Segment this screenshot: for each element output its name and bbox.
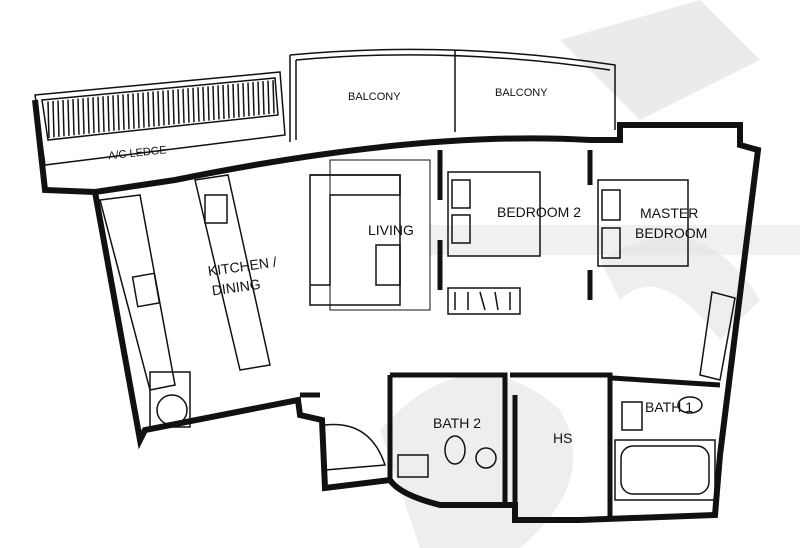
label-bath-2: BATH 2 bbox=[433, 415, 481, 431]
hatch-line bbox=[47, 101, 50, 139]
hatch-line bbox=[117, 94, 120, 131]
hatch-line bbox=[217, 85, 220, 120]
entrance-door[interactable] bbox=[324, 423, 387, 471]
hatch-line bbox=[192, 87, 195, 123]
hatch-line bbox=[137, 92, 140, 129]
wardrobes bbox=[447, 287, 736, 381]
hatch-line bbox=[92, 97, 95, 134]
interior-walls bbox=[300, 150, 721, 520]
hatch-line bbox=[212, 85, 215, 121]
hatch-line bbox=[207, 86, 210, 121]
hatch-line bbox=[182, 88, 185, 124]
hatch-line bbox=[167, 90, 170, 125]
hatch-line bbox=[72, 99, 75, 136]
label-hs: HS bbox=[553, 430, 572, 446]
hatch-line bbox=[157, 91, 160, 127]
hatch-line bbox=[242, 82, 245, 117]
label-balcony-1: BALCONY bbox=[348, 91, 401, 103]
hatch-line bbox=[227, 84, 230, 119]
hatch-line bbox=[57, 100, 60, 137]
bath-fixtures bbox=[397, 396, 716, 501]
label-dining: DINING bbox=[211, 276, 262, 299]
hatch-line bbox=[87, 97, 90, 134]
hatch-line bbox=[272, 80, 275, 114]
hatch-line bbox=[67, 99, 70, 136]
hatch-line bbox=[262, 81, 265, 115]
label-balcony-2: BALCONY bbox=[495, 87, 548, 99]
hatch-line bbox=[172, 89, 175, 125]
hatch-line bbox=[197, 87, 200, 122]
label-master: MASTER bbox=[640, 205, 698, 221]
hatch-line bbox=[77, 98, 80, 135]
hatch-line bbox=[132, 93, 135, 129]
beds bbox=[447, 171, 689, 267]
hatch-line bbox=[187, 88, 190, 123]
hatch-line bbox=[107, 95, 110, 132]
hatch-line bbox=[82, 98, 85, 135]
hatch-line bbox=[112, 95, 115, 131]
balconies bbox=[289, 48, 616, 142]
hatch-line bbox=[122, 94, 125, 130]
hatch-line bbox=[62, 99, 65, 137]
hatch-line bbox=[142, 92, 145, 128]
outer-walls bbox=[92, 122, 762, 523]
hatch-line bbox=[52, 100, 55, 138]
label-living: LIVING bbox=[368, 222, 414, 238]
hatch-line bbox=[97, 96, 100, 133]
living-furniture bbox=[309, 159, 431, 311]
hatch-line bbox=[162, 90, 165, 126]
label-master-bedroom: BEDROOM bbox=[635, 225, 707, 241]
hatch-line bbox=[252, 82, 255, 116]
hatch-line bbox=[247, 82, 250, 117]
hatch-line bbox=[147, 91, 150, 128]
hatch-line bbox=[152, 91, 155, 127]
hatch-line bbox=[177, 89, 180, 124]
label-kitchen: KITCHEN / bbox=[207, 254, 278, 279]
hatch-line bbox=[202, 86, 205, 122]
kitchen-counters bbox=[99, 174, 271, 428]
hatch-line bbox=[232, 83, 235, 118]
label-bath-1: BATH 1 bbox=[645, 399, 693, 415]
hatch-line bbox=[127, 93, 130, 130]
hatch-line bbox=[222, 84, 225, 120]
ac-ledge bbox=[34, 71, 286, 166]
hatch-line bbox=[102, 96, 105, 133]
hatch-line bbox=[237, 83, 240, 118]
hatch-line bbox=[257, 81, 260, 116]
hatch-line bbox=[267, 80, 270, 115]
label-bedroom-2: BEDROOM 2 bbox=[497, 204, 581, 220]
label-ac-ledge: A/C LEDGE bbox=[108, 144, 168, 162]
